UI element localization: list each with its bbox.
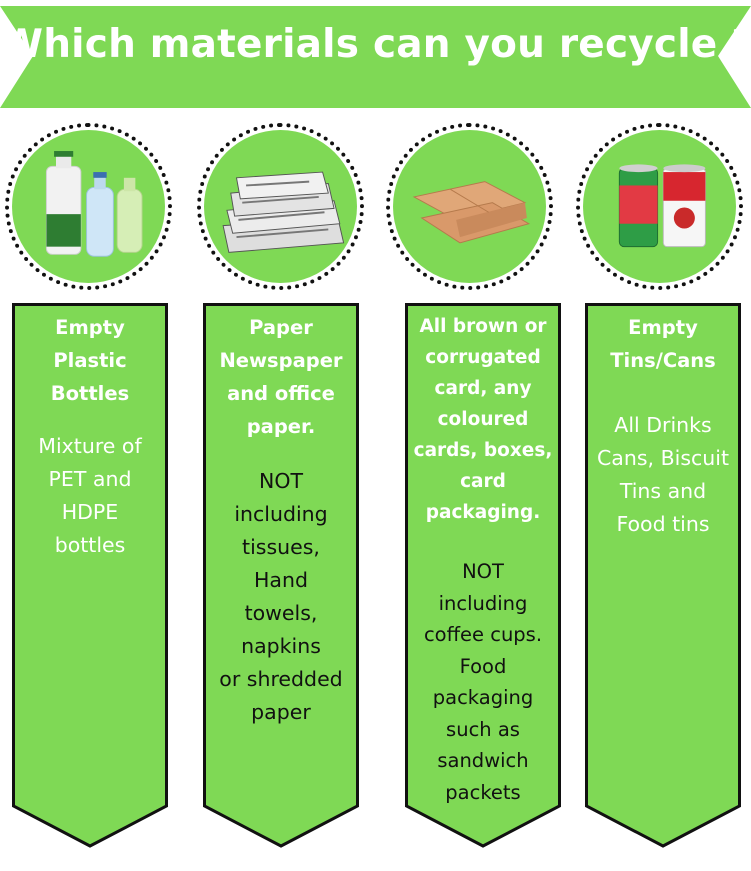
category-title-line: Empty bbox=[55, 316, 125, 339]
category-desc-line: NOT bbox=[259, 469, 303, 493]
category-desc-line: paper bbox=[251, 700, 311, 724]
category-plastic-bottles: Empty Plastic Bottles Mixture of PET and… bbox=[12, 303, 168, 848]
category-desc-line: packaging bbox=[432, 686, 534, 709]
category-desc-line: packets bbox=[445, 780, 521, 804]
category-title-line: Plastic bbox=[53, 349, 127, 372]
category-title-line: Newspaper bbox=[219, 349, 343, 372]
category-desc-line: napkins bbox=[241, 634, 321, 658]
category-desc-line: All Drinks bbox=[614, 413, 712, 437]
category-title-line: card, any bbox=[434, 378, 532, 399]
category-title-line: packaging. bbox=[425, 502, 541, 523]
banner-ribbon bbox=[0, 6, 751, 108]
category-title-line: card bbox=[460, 471, 506, 492]
category-desc-line: NOT bbox=[462, 560, 504, 583]
category-tin-cans: Empty Tins/Cans All Drinks Cans, Biscuit… bbox=[585, 303, 741, 848]
newspaper-icon bbox=[197, 123, 364, 290]
category-desc-line: HDPE bbox=[61, 500, 119, 524]
plastic-bottles-icon bbox=[5, 123, 172, 290]
category-title-line: corrugated bbox=[425, 347, 541, 368]
category-title-line: and office bbox=[227, 382, 335, 405]
category-desc-line: PET and bbox=[48, 467, 132, 491]
cardboard-icon bbox=[386, 123, 553, 290]
category-title-line: Paper bbox=[249, 316, 313, 339]
category-desc-line: tissues, bbox=[242, 535, 320, 559]
category-title-line: Tins/Cans bbox=[610, 349, 716, 372]
category-title-line: All brown or bbox=[419, 316, 547, 337]
category-desc-line: sandwich bbox=[437, 749, 529, 772]
category-desc-line: coffee cups. bbox=[423, 623, 543, 646]
category-title-line: Bottles bbox=[50, 382, 130, 405]
category-desc-line: Tins and bbox=[619, 479, 707, 503]
category-desc-line: bottles bbox=[54, 533, 126, 557]
category-desc-line: Cans, Biscuit bbox=[596, 446, 730, 470]
category-title-line: coloured bbox=[437, 409, 529, 430]
category-desc-line: towels, bbox=[244, 601, 318, 625]
page-title: Which materials can you recycle ? bbox=[0, 22, 751, 67]
category-desc-line: or shredded bbox=[219, 667, 343, 691]
category-desc-line: including bbox=[438, 591, 528, 615]
category-desc-line: Food bbox=[459, 654, 507, 678]
title-banner: Which materials can you recycle ? bbox=[0, 0, 751, 112]
category-desc-line: such as bbox=[446, 717, 520, 741]
category-title-line: paper. bbox=[246, 415, 316, 438]
category-desc-line: Mixture of bbox=[38, 434, 142, 458]
category-cardboard: All brown or corrugated card, any colour… bbox=[405, 303, 561, 848]
category-paper: Paper Newspaper and office paper. NOT in… bbox=[203, 303, 359, 848]
category-desc-line: Food tins bbox=[616, 512, 710, 536]
category-title-line: cards, boxes, bbox=[413, 440, 553, 461]
category-desc-line: Hand bbox=[254, 568, 308, 592]
category-title-line: Empty bbox=[628, 316, 698, 339]
category-desc-line: including bbox=[234, 502, 328, 526]
tin-cans-icon bbox=[576, 123, 743, 290]
